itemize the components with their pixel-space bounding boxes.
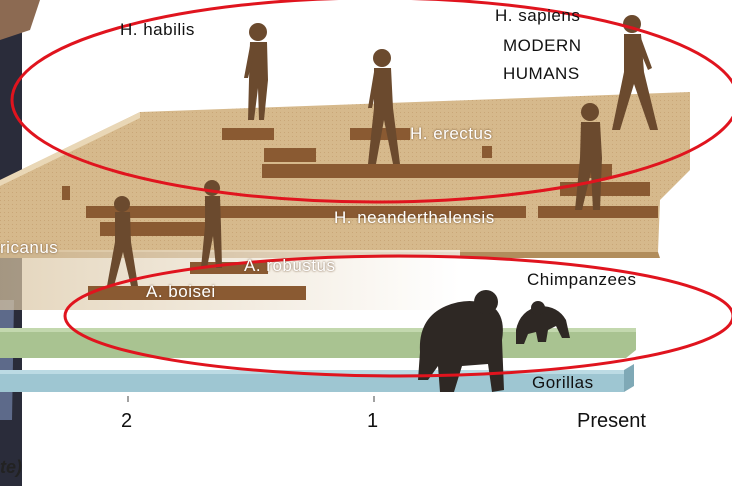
label-africanus: ricanus [0, 238, 58, 258]
label-boisei: A. boisei [146, 282, 216, 302]
label-sapiens: H. sapiens [495, 6, 580, 26]
label-robustus: A. robustus [244, 256, 336, 276]
label-erectus: H. erectus [410, 124, 492, 144]
label-modern: MODERN [503, 36, 582, 56]
label-chimpanzees: Chimpanzees [527, 270, 636, 290]
chimpanzee-figure [516, 301, 570, 344]
axis-tick-1: 1 [367, 410, 378, 433]
axis-tick-present: Present [577, 410, 646, 433]
label-gorillas: Gorillas [532, 373, 594, 393]
label-habilis: H. habilis [120, 20, 195, 40]
time-axis [128, 396, 374, 402]
footer-text: te) [0, 457, 22, 478]
label-neanderthalensis: H. neanderthalensis [334, 208, 495, 228]
label-humans: HUMANS [503, 64, 580, 84]
axis-tick-2: 2 [121, 410, 132, 433]
